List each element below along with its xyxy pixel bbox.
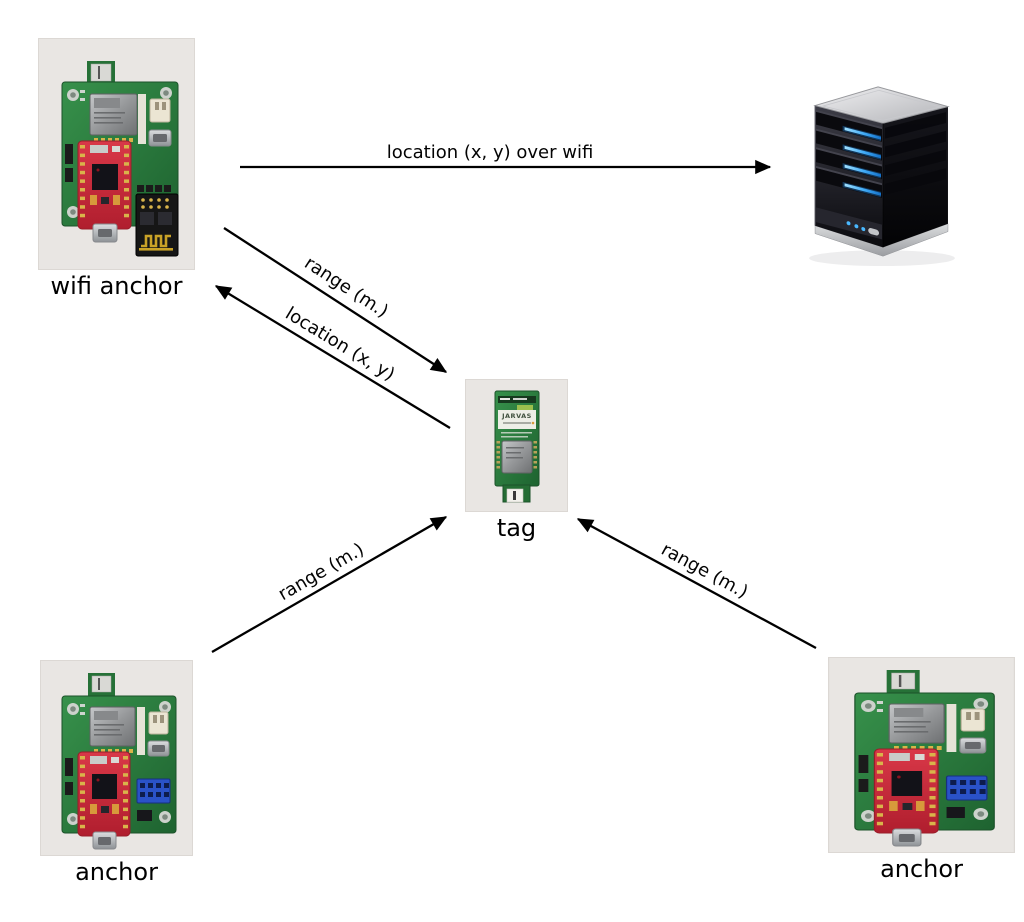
micro-usb-port — [148, 129, 172, 147]
anchor-board-photo — [828, 657, 1015, 853]
edge-label-location-over-wifi: location (x, y) over wifi — [387, 142, 594, 163]
edge-label-range-anchor-left: range (m.) — [275, 539, 368, 605]
node-server — [803, 78, 961, 270]
arduino-pro-micro-board — [77, 140, 132, 243]
server-side-vents — [884, 112, 947, 195]
jst-connector — [149, 98, 171, 123]
tag-board-text: JARVAS — [501, 412, 532, 420]
edge-label-range-anchor-right: range (m.) — [658, 539, 752, 603]
antenna-sticker — [506, 488, 524, 503]
node-tag: JARVAS — [465, 379, 568, 543]
esp8266-wifi-module — [135, 185, 179, 257]
node-label-anchor-left: anchor — [75, 858, 158, 886]
node-label-tag: tag — [496, 514, 537, 542]
node-label-anchor-right: anchor — [880, 855, 963, 883]
server-drive-bays — [816, 109, 882, 240]
tag-pcb: JARVAS — [494, 390, 540, 503]
edge-wifi-anchor-to-tag — [223, 227, 448, 373]
anchor-board-photo — [40, 660, 193, 856]
edge-anchor-right-to-tag — [576, 517, 817, 650]
node-anchor-left: anchor — [40, 660, 193, 887]
wifi-antenna-trace — [139, 234, 173, 251]
node-wifi-anchor: wifi anchor — [38, 38, 195, 301]
micro-usb-port — [92, 223, 118, 243]
tag-label-sticker: JARVAS — [498, 410, 536, 429]
node-label-wifi-anchor: wifi anchor — [50, 272, 183, 300]
edge-tag-to-wifi-anchor — [214, 285, 451, 429]
edge-label-range-wifi-anchor: range (m.) — [301, 253, 392, 323]
tag-board-photo: JARVAS — [465, 379, 568, 512]
uwb-shield-module — [501, 440, 533, 474]
uwb-shield-module — [89, 93, 138, 136]
server-icon — [809, 86, 955, 267]
edge-label-location-xy: location (x, y) — [282, 303, 399, 385]
node-anchor-right: anchor — [828, 657, 1015, 884]
wifi-anchor-board-photo — [38, 38, 195, 270]
edge-anchor-left-to-tag — [211, 516, 448, 653]
